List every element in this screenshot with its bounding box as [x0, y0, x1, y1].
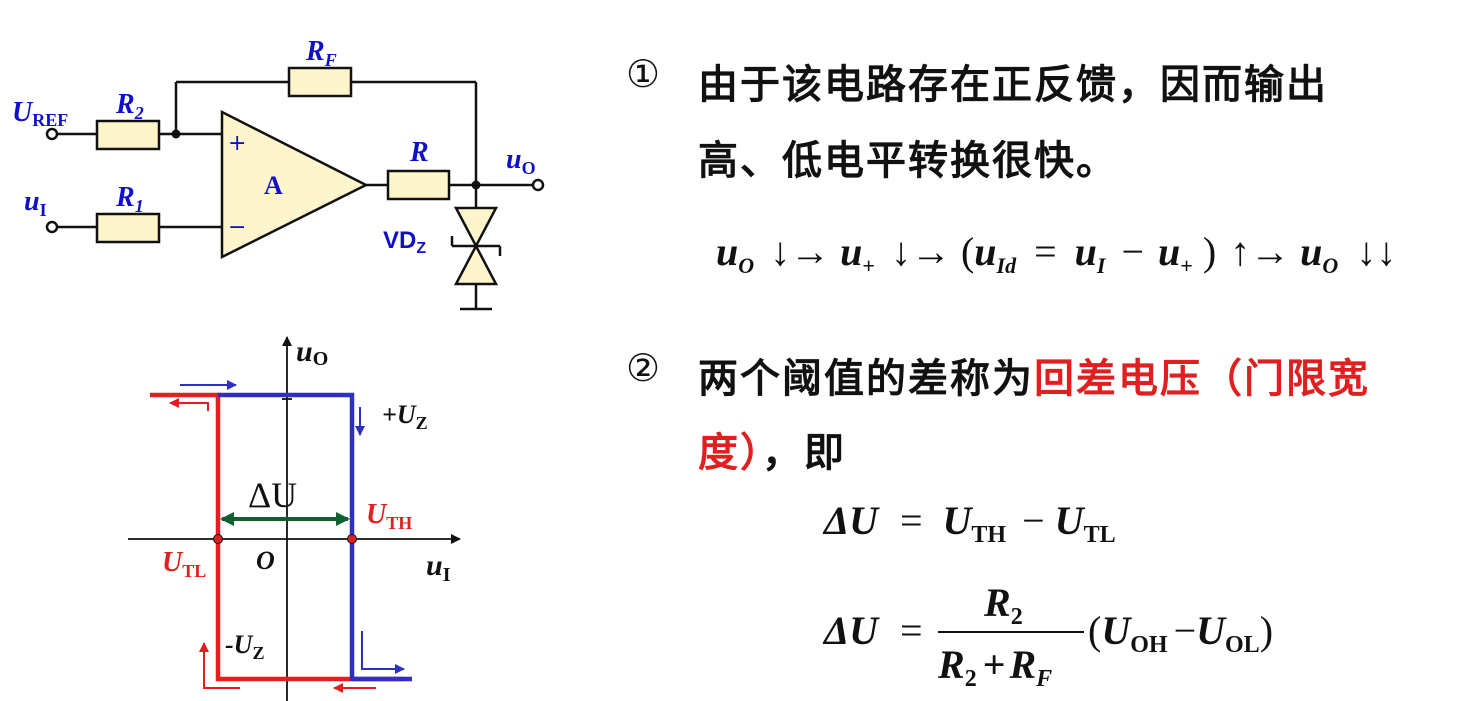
uth-point: [347, 534, 357, 544]
label-ui-axis: uI: [426, 549, 451, 586]
formula-delta-u-resistors: ΔU = R2 R2+RF (UOH−UOL): [822, 580, 1273, 692]
label-r1: R1: [115, 182, 144, 216]
label-plus: +: [228, 131, 246, 156]
red-curve: [150, 392, 405, 682]
svg-text:ΔU =: ΔU =: [822, 608, 923, 653]
formula-feedback-chain: uO ↓→ u+ ↓→ (uId = uI − u+ ) ↑→ uO ↓↓: [716, 229, 1396, 282]
point-2-text-red: 回差电压（门限宽: [1034, 356, 1370, 402]
label-minus-uz: -UZ: [225, 630, 264, 663]
point-2-number: ②: [626, 346, 661, 390]
arrow-top-left: [169, 398, 209, 411]
label-rf: RF: [305, 36, 337, 70]
svg-text:uO ↓→ u+ ↓→ (u: uO ↓→ u+ ↓→ (uId = uI − u+ ) ↑→ uO ↓↓: [716, 229, 1396, 282]
utl-point: [213, 534, 223, 544]
svg-text:R2: R2: [983, 580, 1023, 630]
zener-diode: [450, 206, 502, 286]
label-uref: UREF: [12, 97, 68, 130]
formula-delta-u-thresholds: ΔU = UTH − UTL: [822, 498, 1116, 551]
point-1-number: ①: [626, 52, 661, 96]
point-1-line-2: 高、低电平转换很快。: [698, 138, 1118, 184]
point-2-text-black-2: ，即: [762, 430, 846, 476]
resistor-r1: [95, 212, 161, 244]
label-minus: −: [228, 215, 246, 240]
label-ui: uI: [24, 186, 47, 220]
svg-text:ΔU = UTH − UTL: ΔU = UTH − UTL: [822, 498, 1116, 551]
label-amp: A: [264, 171, 283, 200]
svg-text:R2+RF: R2+RF: [937, 642, 1052, 692]
arrow-left-up: [199, 642, 240, 689]
point-2-line-1: 两个阈值的差称为回差电压（门限宽: [698, 346, 1370, 404]
opamp-triangle: [220, 109, 369, 260]
point-2-line-2: 度），即: [698, 420, 846, 478]
label-r: R: [409, 137, 429, 168]
label-vdz: VDZ: [383, 227, 426, 257]
label-delta-u: ΔU: [248, 475, 297, 515]
label-r2: R2: [115, 89, 144, 123]
point-2-text-black: 两个阈值的差称为: [698, 356, 1034, 402]
resistor-r2: [95, 119, 161, 151]
point-2-text-red-2: 度）: [698, 430, 762, 476]
arrow-bottom-right: [361, 631, 405, 674]
resistor-r: [386, 169, 451, 201]
resistor-rf: [287, 66, 353, 98]
point-1-line-1: 由于该电路存在正反馈，因而输出: [698, 62, 1328, 108]
label-uo: uO: [506, 144, 536, 178]
hysteresis-graph: uO uI O +UZ -UZ UTH UTL ΔU: [128, 335, 461, 701]
label-uo-axis: uO: [296, 335, 328, 370]
circuit-diagram: RF R2 R1 R UREF uI uO A + − VDZ: [12, 36, 545, 311]
label-origin: O: [256, 546, 275, 575]
svg-text:(UOH−UOL): (UOH−UOL): [1088, 608, 1273, 658]
label-uth: UTH: [366, 499, 412, 533]
label-plus-uz: +UZ: [382, 400, 428, 433]
label-utl: UTL: [162, 547, 206, 581]
